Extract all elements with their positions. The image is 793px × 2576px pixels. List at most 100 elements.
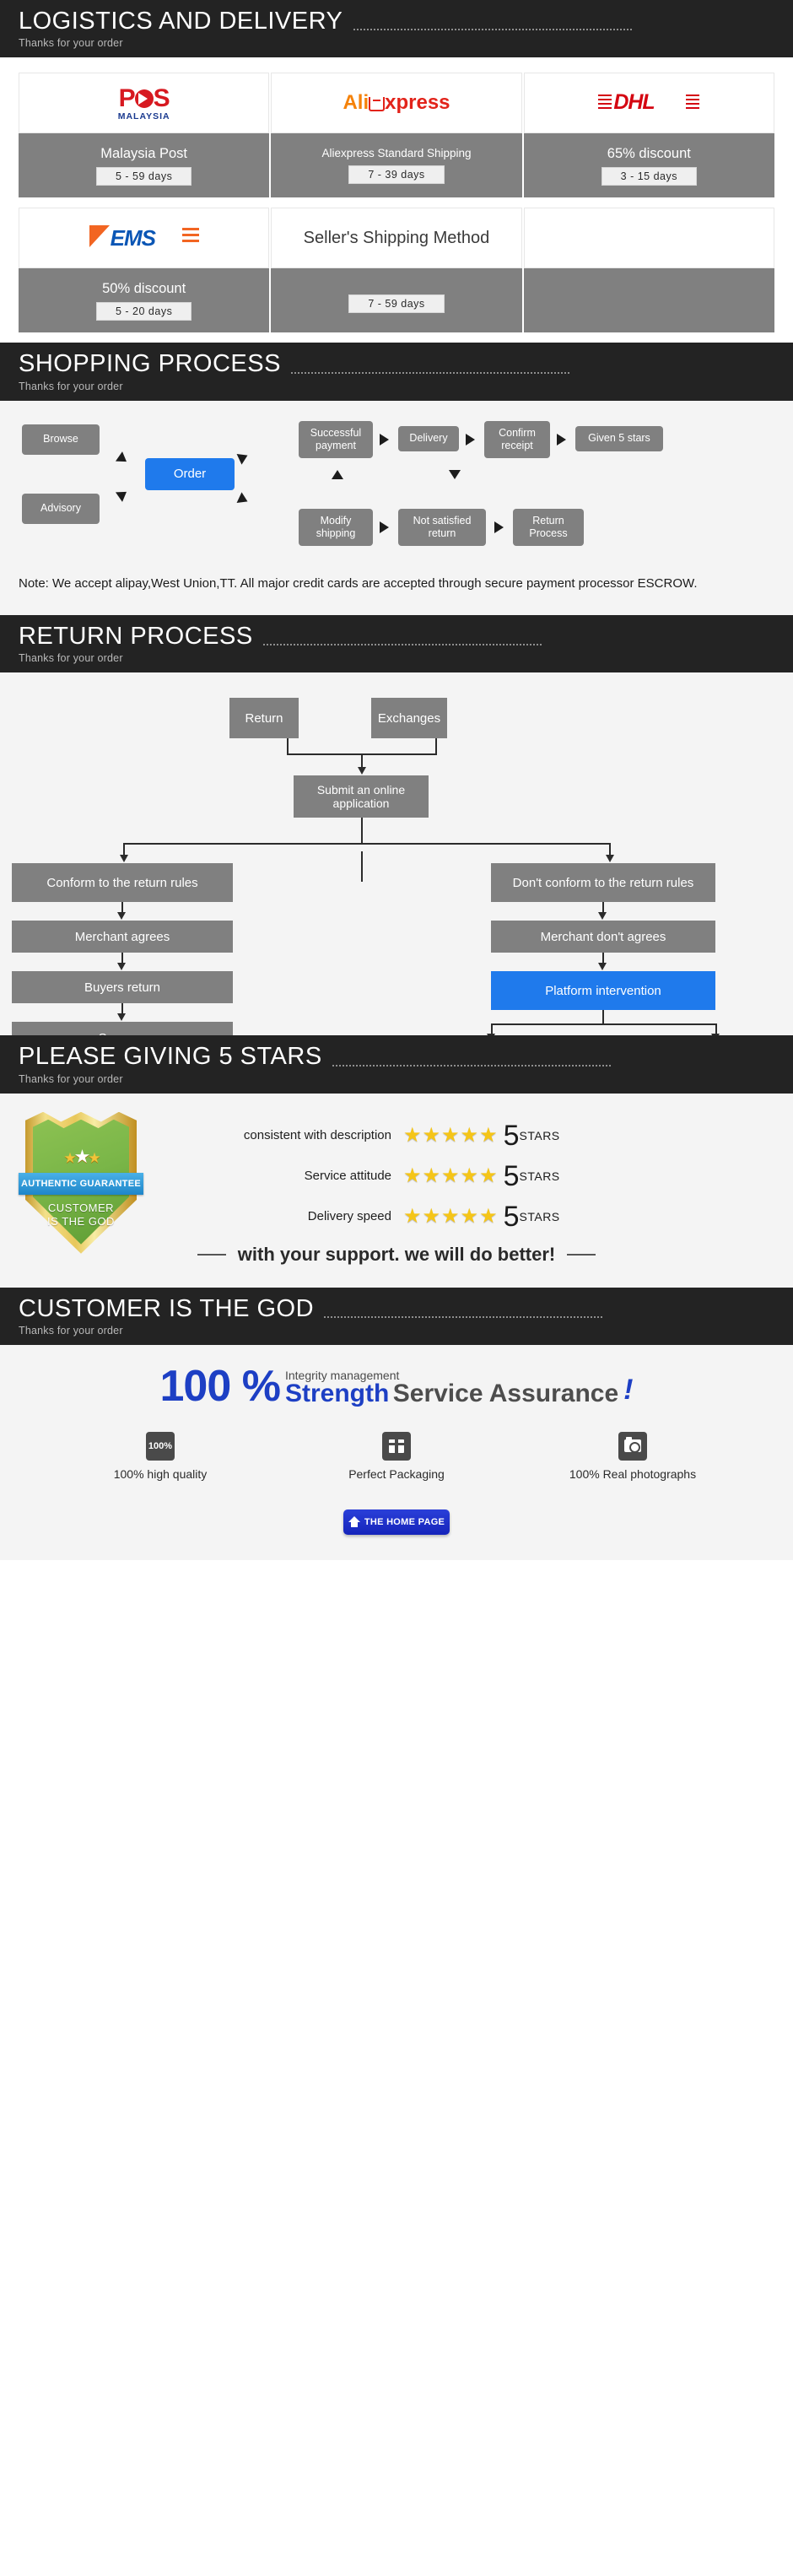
- ems-triangle: [89, 225, 110, 248]
- rating-row: Service attitude ★★★★★ 5 STARS: [167, 1156, 774, 1196]
- connector: [491, 1023, 493, 1036]
- rating-unit: STARS: [519, 1169, 560, 1183]
- flow-node-return[interactable]: Return: [229, 698, 299, 739]
- arrow-advisory-to-order: [115, 486, 131, 502]
- section-subtitle-logistics: Thanks for your order: [19, 37, 123, 50]
- arrow-down-to-conform: [120, 855, 128, 863]
- guarantee-assurance: Service Assurance: [392, 1379, 619, 1407]
- empty-logo-cell: [523, 208, 774, 269]
- flow-node-exchanges[interactable]: Exchanges: [371, 698, 447, 739]
- connector: [602, 1010, 604, 1026]
- connector: [121, 1003, 123, 1018]
- dhl-logo: DHL: [523, 73, 774, 134]
- guarantee-percent: 100 %: [159, 1362, 281, 1412]
- ratings-section: ★★★ AUTHENTIC GUARANTEE CUSTOMER IS THE …: [0, 1093, 793, 1288]
- flow-node-conform-rules[interactable]: Conform to the return rules: [12, 863, 233, 903]
- shipping-cell-dhl: DHL 65% discount 3 - 15 days: [523, 73, 774, 198]
- feature-perfect-packaging: Perfect Packaging: [316, 1431, 477, 1481]
- title-dotted-rule: [263, 644, 542, 646]
- connector: [287, 738, 289, 756]
- flow-node-dont-conform-rules[interactable]: Don't conform to the return rules: [491, 863, 715, 903]
- percent-badge-icon: 100%: [146, 1431, 175, 1461]
- rating-label: Service attitude: [304, 1169, 391, 1184]
- flow-node-modify-shipping[interactable]: Modify shipping: [299, 508, 373, 546]
- feature-row: 100% 100% high quality Perfect Packaging…: [19, 1431, 774, 1481]
- feature-label: Perfect Packaging: [348, 1466, 445, 1481]
- arrow-notsatisfied-to-returnprocess: [494, 521, 504, 533]
- flow-node-return-process[interactable]: Return Process: [513, 508, 584, 546]
- connector: [123, 843, 611, 845]
- arrow-delivery-to-confirm: [466, 433, 475, 446]
- guarantee-slogan: 100 % Integrity management Strength Serv…: [19, 1362, 774, 1412]
- connector: [361, 753, 363, 770]
- guarantee-integrity: Integrity management: [284, 1368, 400, 1382]
- home-page-button[interactable]: THE HOME PAGE: [343, 1509, 450, 1535]
- arrow-browse-to-order: [115, 451, 131, 467]
- flow-node-merchant-agrees[interactable]: Merchant agrees: [12, 921, 233, 953]
- rating-score: 5: [503, 1159, 520, 1192]
- flow-node-not-satisfied-return[interactable]: Not satisfied return: [398, 508, 486, 546]
- rating-row: consistent with description ★★★★★ 5 STAR…: [167, 1115, 774, 1156]
- shipping-days: 5 - 20 days: [95, 302, 192, 321]
- arrow-modify-up-to-payment: [332, 469, 343, 479]
- home-button-label: THE HOME PAGE: [364, 1516, 445, 1527]
- flow-node-successful-payment[interactable]: Successful payment: [299, 420, 373, 458]
- connector: [602, 953, 604, 967]
- rating-rows: consistent with description ★★★★★ 5 STAR…: [167, 1115, 774, 1237]
- shipping-name: 65% discount: [607, 145, 691, 161]
- shipping-name: Aliexpress Standard Shipping: [321, 147, 472, 160]
- arrow-confirm-to-stars: [557, 433, 566, 446]
- shipping-days: 7 - 39 days: [348, 165, 445, 185]
- dhl-logo-text: DHL: [613, 90, 655, 115]
- rating-row: Delivery speed ★★★★★ 5 STARS: [167, 1196, 774, 1237]
- flow-node-merchant-dont-agrees[interactable]: Merchant don't agrees: [491, 921, 715, 953]
- seller-method-text: Seller's Shipping Method: [303, 228, 490, 247]
- feature-label: 100% high quality: [113, 1466, 208, 1481]
- flow-node-order[interactable]: Order: [145, 457, 235, 490]
- shipping-days: 3 - 15 days: [601, 167, 697, 186]
- title-dotted-rule: [353, 29, 632, 31]
- guarantee-section: 100 % Integrity management Strength Serv…: [0, 1345, 793, 1560]
- ems-logo-text: EMS: [110, 225, 156, 251]
- camera-icon: [618, 1431, 647, 1461]
- arrow-conform-to-merchant-agrees: [117, 912, 126, 921]
- guarantee-exclamation: !: [623, 1373, 634, 1406]
- title-dotted-rule: [332, 1064, 612, 1067]
- flow-node-given-5-stars[interactable]: Given 5 stars: [575, 425, 663, 451]
- arrow-payment-to-delivery: [380, 433, 389, 446]
- flow-node-buyers-return-left[interactable]: Buyers return: [12, 971, 233, 1004]
- flow-node-advisory[interactable]: Advisory: [22, 493, 100, 524]
- connector: [435, 738, 437, 756]
- dash-right: [567, 1253, 596, 1256]
- rating-label: Delivery speed: [307, 1209, 391, 1224]
- arrow-down-to-dont-conform: [606, 855, 614, 863]
- title-dotted-rule: [324, 1316, 603, 1319]
- flow-node-delivery[interactable]: Delivery: [398, 425, 459, 451]
- flow-node-submit-application[interactable]: Submit an online application: [294, 775, 429, 818]
- arrow-dontconform-to-merchantdont: [598, 912, 607, 921]
- shipping-days: 7 - 59 days: [348, 294, 445, 313]
- return-process-diagram: Return Exchanges Submit an online applic…: [0, 672, 793, 1178]
- section-banner-stars: PLEASE GIVING 5 STARS Thanks for your or…: [0, 1035, 793, 1094]
- payment-note: Note: We accept alipay,West Union,TT. Al…: [0, 569, 793, 616]
- shopping-process-diagram: Browse Advisory Order Successful payment…: [0, 400, 793, 570]
- shipping-name: Malaysia Post: [100, 145, 188, 161]
- connector: [361, 818, 363, 845]
- connector: [609, 843, 611, 859]
- star-rating-icons: ★★★★★: [403, 1123, 499, 1147]
- pos-malaysia-logo-sub: MALAYSIA: [117, 111, 170, 122]
- shipping-days: 5 - 59 days: [95, 167, 192, 186]
- flow-node-platform-intervention[interactable]: Platform intervention: [491, 971, 715, 1011]
- rating-unit: STARS: [519, 1128, 560, 1142]
- section-title-logistics: LOGISTICS AND DELIVERY: [19, 8, 343, 35]
- connector: [491, 1023, 715, 1026]
- arrow-order-to-payment: [236, 449, 251, 465]
- flow-node-browse[interactable]: Browse: [22, 424, 100, 455]
- flow-node-confirm-receipt[interactable]: Confirm receipt: [484, 420, 550, 458]
- arrow-delivery-down-to-notsatisfied: [449, 469, 461, 479]
